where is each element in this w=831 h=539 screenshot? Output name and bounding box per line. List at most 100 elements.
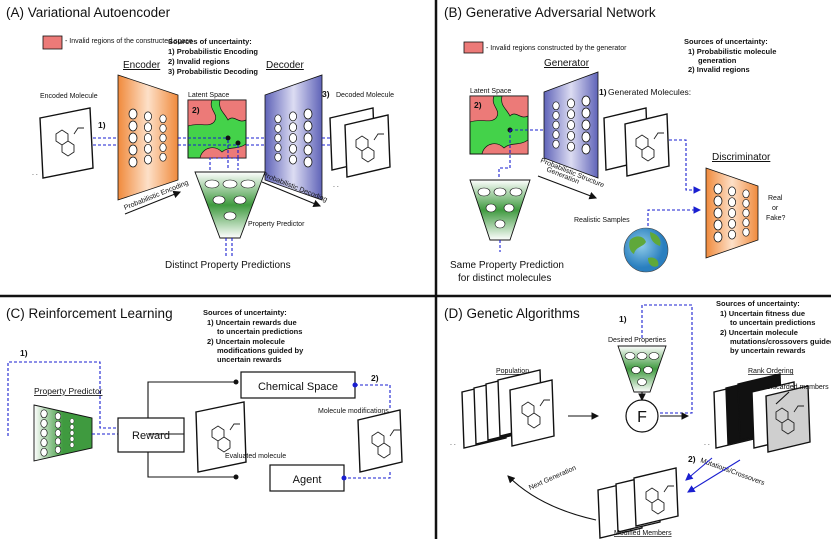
rl-reward-box [117,417,185,453]
svg-text:. .: . . [704,440,710,447]
vae-predictor-label: Property Predictor [248,221,305,228]
ga-modified-members [597,467,679,539]
gan-source-1b: generation [698,56,737,65]
rl-property-predictor [33,404,93,462]
gan-source-1: 1) Probabilistic molecule [688,47,776,56]
ga-property-predictor [617,345,667,393]
gan-latent-label: Latent Space [470,88,511,95]
ga-ranked-members [713,373,811,453]
gan-distinct-molecules: for distinct molecules [458,273,551,284]
gan-realistic-label: Realistic Samples [574,217,630,224]
rl-agent-box [269,464,345,492]
earth-icon [623,227,669,273]
ga-source-2c: by uncertain rewards [730,346,805,355]
vae-encoded-label: Encoded Molecule [40,93,98,100]
ga-fitness-label: F [637,409,647,426]
gan-latent-space [469,95,529,155]
vae-marker-3: 3) [322,89,330,99]
vae-legend-swatch [42,35,63,50]
ga-source-2: 2) Uncertain molecule [720,328,798,337]
rl-source-2: 2) Uncertain molecule [207,337,285,346]
panel-ga: (D) Genetic Algorithms Sources of uncert… [444,299,831,539]
gan-source-2: 2) Invalid regions [688,65,750,74]
rl-reward-label: Reward [132,430,170,442]
rl-evaluated-molecule [195,401,247,473]
vae-encoder-label: Encoder [123,60,161,71]
panel-rl: (C) Reinforcement Learning Sources of un… [6,306,403,492]
ga-title: (D) Genetic Algorithms [444,306,580,321]
vae-sources-title: Sources of uncertainty: [168,37,252,46]
panel-gan: (B) Generative Adversarial Network - Inv… [444,5,786,284]
ga-modified-label: Modified Members [614,530,672,537]
ga-source-1: 1) Uncertain fitness due [720,309,805,318]
gan-title: (B) Generative Adversarial Network [444,5,656,20]
rl-mod-label: Molecule modifications [318,408,389,415]
vae-source-2: 2) Invalid regions [168,57,230,66]
svg-text:. .: . . [32,170,38,177]
gan-property-predictor [469,179,531,241]
gan-real: Real [768,195,783,202]
gan-fake: Fake? [766,215,786,222]
ga-marker-1: 1) [619,314,627,324]
ga-population [461,369,555,449]
vae-decoder-label: Decoder [266,60,304,71]
rl-predictor-label: Property Predictor [34,386,103,396]
ga-next-generation: Next Generation [528,465,578,492]
gan-discriminator-label: Discriminator [712,152,771,163]
ga-sources-title: Sources of uncertainty: [716,299,800,308]
ga-source-2b: mutations/crossovers guided [730,337,831,346]
gan-sources-title: Sources of uncertainty: [684,37,768,46]
gan-legend-swatch [463,41,484,54]
vae-input-molecule [39,107,94,179]
gan-generator-label: Generator [544,58,590,69]
rl-source-2b: modifications guided by [217,346,304,355]
vae-decoder-network [264,74,323,201]
ga-desired-label: Desired Properties [608,337,666,344]
ga-rank-label: Rank Ordering [748,368,794,375]
gan-marker-2: 2) [474,100,482,110]
gan-generated-molecules [603,107,670,177]
gan-legend-text: - Invalid regions constructed by the gen… [486,45,627,52]
vae-encode-flow [93,137,118,146]
vae-distinct-predictions: Distinct Property Predictions [165,260,291,271]
ga-mutations-label: Mutations/Crossovers [699,457,765,487]
gan-or: or [772,205,779,212]
vae-latent-space [187,99,247,159]
vae-decoded-label: Decoded Molecule [336,92,394,99]
vae-marker-2: 2) [192,105,200,115]
ga-marker-2: 2) [688,454,696,464]
vae-latent-label: Latent Space [188,92,229,99]
rl-evaluated-label: Evaluated molecule [225,453,286,460]
rl-marker-2: 2) [371,373,379,383]
vae-property-predictor [194,171,266,239]
vae-source-3: 3) Probabilistic Decoding [168,67,258,76]
rl-marker-1: 1) [20,348,28,358]
svg-text:. .: . . [333,182,339,189]
vae-output-molecules [329,107,391,178]
vae-source-1: 1) Probabilistic Encoding [168,47,258,56]
vae-marker-1: 1) [98,120,106,130]
rl-source-1b: to uncertain predictions [217,327,302,336]
rl-modified-molecule [357,409,403,473]
vae-encoder-network [117,74,179,201]
ga-fitness-node [625,399,659,433]
gan-generated-label: Generated Molecules: [608,87,691,97]
rl-chemical-space-label: Chemical Space [258,381,338,393]
gan-discriminator-network [705,167,759,259]
rl-source-2c: uncertain rewards [217,355,282,364]
rl-title: (C) Reinforcement Learning [6,306,173,321]
gan-generator-network [543,71,599,179]
svg-text:. .: . . [450,440,456,447]
gan-marker-1: 1) [599,87,607,97]
rl-sources-title: Sources of uncertainty: [203,308,287,317]
vae-title: (A) Variational Autoencoder [6,5,171,20]
ga-source-1b: to uncertain predictions [730,318,815,327]
ga-population-label: Population [496,368,529,375]
ga-discarded-label: Discarded members [766,384,829,391]
vae-legend-text: - Invalid regions of the constructed spa… [65,38,193,45]
rl-source-1: 1) Uncertain rewards due [207,318,297,327]
panel-vae: (A) Variational Autoencoder - Invalid re… [6,5,394,271]
rl-agent-label: Agent [293,474,322,486]
gan-same-prediction: Same Property Prediction [450,260,564,271]
